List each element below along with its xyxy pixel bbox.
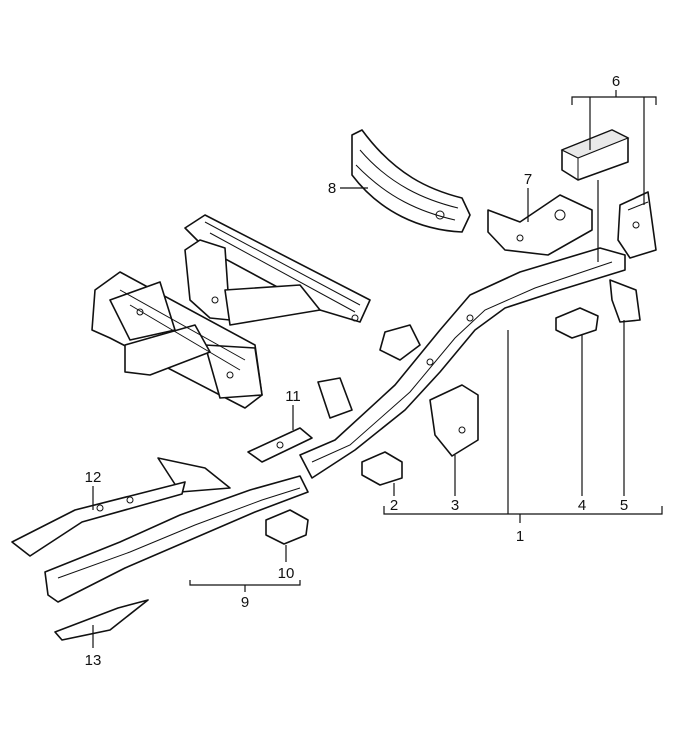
callout-5: 5 [620,497,628,514]
part-6-upper-bracket [560,129,630,181]
callout-7: 7 [524,171,532,188]
part-3-bracket [429,384,479,457]
callout-4: 4 [578,497,586,514]
callout-2: 2 [390,497,398,514]
callout-13: 13 [85,652,102,669]
callout-8: 8 [328,180,336,197]
callout-9: 9 [241,594,249,611]
part-10-bracket [265,509,309,545]
leader-lines [92,90,663,648]
part-6-side-bracket [617,191,657,259]
part-5-gusset [609,279,641,323]
part-11-plate [247,427,313,463]
cross-member-lower [91,271,263,409]
callout-1: 1 [516,528,524,545]
callout-10: 10 [278,565,295,582]
cross-member-upper [184,214,371,326]
part-12-panel [11,481,186,557]
part-7-mounting-plate [487,194,593,256]
part-2-bracket [361,451,403,486]
part-4-clip [555,307,599,339]
callout-11: 11 [285,388,301,405]
callout-6: 6 [612,73,620,90]
callout-12: 12 [85,469,102,486]
part-13-plate [54,599,149,641]
callout-3: 3 [451,497,459,514]
part-1-longitudinal-rail [299,247,626,479]
part-8-wheel-arch [351,129,471,233]
